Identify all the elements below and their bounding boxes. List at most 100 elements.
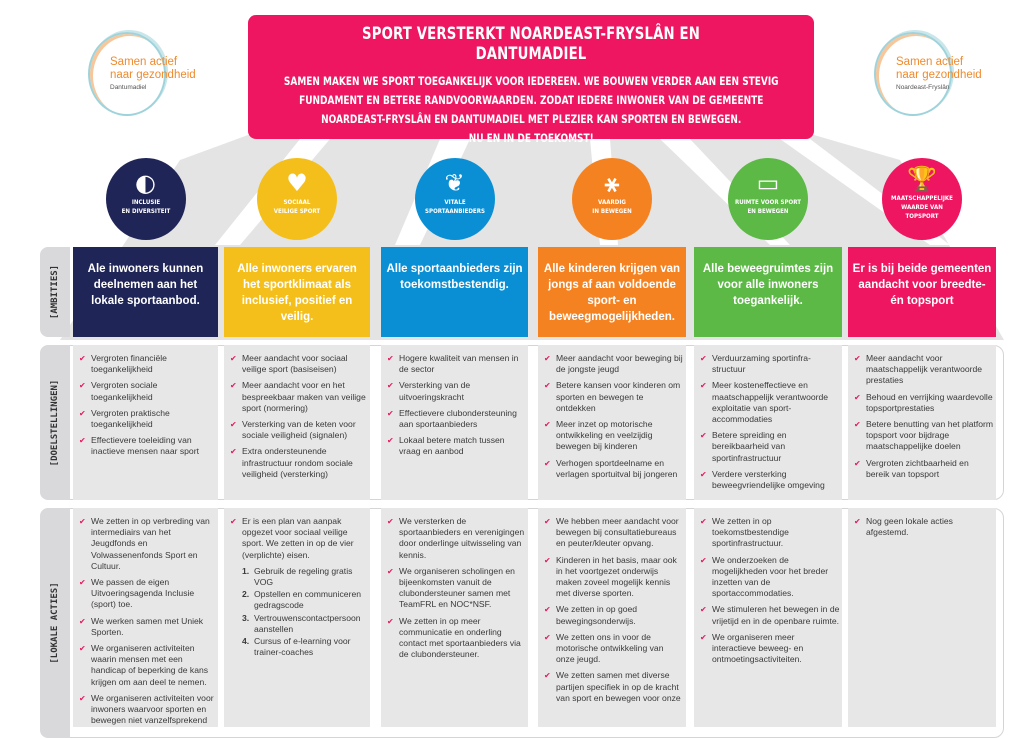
sprout-icon: ❦	[444, 169, 465, 197]
list-item: ✔We organiseren meer interactieve beweeg…	[700, 632, 840, 666]
check-icon: ✔	[79, 578, 86, 588]
doelstellingen-list: ✔Meer aandacht voor sociaal veilige spor…	[224, 347, 374, 497]
item-text: Vergroten praktische toegankelijkheid	[91, 407, 170, 430]
item-text: Meer aandacht voor en het bespreekbaar m…	[242, 380, 366, 413]
check-icon: ✔	[544, 354, 551, 363]
check-icon: ✔	[79, 381, 86, 391]
list-item: ✔ We hebben meer aandacht voor bewegen bi…	[544, 516, 684, 550]
list-item: ✔Nog geen lokale acties afgestemd.	[854, 516, 994, 538]
row-label-ambities: [AMBITIES]	[40, 247, 70, 337]
header-banner: SPORT VERSTERKT NOARDEAST-FRYSLÂN EN DAN…	[248, 15, 814, 145]
check-icon: ✔	[230, 381, 237, 391]
list-item: ✔ Verduurzaming sportinfra-structuur	[700, 353, 840, 375]
list-item: ✔Versterking van de keten voor sociale v…	[230, 419, 368, 441]
acties-list: ✔ We zetten in op toekomstbestendige spor…	[694, 510, 846, 727]
theme-label: VEILIGE SPORT	[273, 207, 321, 215]
check-icon: ✔	[700, 431, 707, 441]
item-text: Verhogen sportdeelname en verlagen sport…	[556, 457, 678, 479]
item-text: Efficiënter ruimtegebruik van sportinfra…	[712, 496, 821, 497]
list-item: ✔ We organiseren activiteiten waarin mens…	[79, 643, 216, 688]
check-icon: ✔	[79, 693, 86, 703]
item-text: Kinderen in het basis, maar ook in het v…	[556, 554, 677, 599]
check-icon: ✔	[230, 420, 237, 430]
check-icon: ✔	[544, 555, 551, 565]
check-icon: ✔	[79, 644, 86, 654]
ambitie-box: Alle kinderen krijgen van jongs af aan v…	[538, 247, 686, 337]
check-icon: ✔	[700, 555, 707, 565]
item-text: We versterken de sportaanbieders en vere…	[399, 516, 525, 560]
doelstellingen-list: ✔Vergroten financiële toegankelijkheid✔V…	[73, 347, 222, 497]
ambitie-box: Alle inwoners ervaren het sportklimaat a…	[224, 247, 370, 337]
item-text: We hebben meer aandacht voor bewegen bij…	[556, 516, 679, 549]
ambitie-box: Er is bij beide gemeenten aandacht voor …	[848, 247, 996, 337]
theme-label: INCLUSIE	[131, 198, 160, 206]
list-item: ✔Er is een plan van aanpak opgezet voor …	[230, 516, 368, 561]
column-background	[73, 345, 218, 500]
check-icon: ✔	[544, 517, 551, 526]
item-text: Meer kosteneffectieve en maatschappelijk…	[712, 380, 829, 425]
item-text: Verduurzaming sportinfra-structuur	[712, 353, 811, 375]
item-text: We zetten in op goed bewegingsonderwijs.	[556, 604, 638, 626]
list-item: ✔Lokaal betere match tussen vraag en aan…	[387, 435, 526, 457]
list-item: ✔Behoud en verrijking waardevolle topspo…	[854, 392, 994, 414]
theme-label: VITALE	[443, 198, 466, 206]
item-text: Er is een plan van aanpak opgezet voor s…	[242, 516, 354, 560]
check-icon: ✔	[387, 408, 394, 418]
ambitie-box: Ale inwoners kunnen deelnemen aan het lo…	[73, 247, 218, 337]
doelstellingen-list: ✔Meer aandacht voor maatschappelijk vera…	[848, 347, 1000, 497]
theme-label: VAARDIG	[598, 198, 626, 206]
column-background	[381, 508, 528, 727]
item-text: Hogere kwaliteit van mensen in de sector	[399, 353, 519, 375]
theme-label: SPORTAANBIEDERS	[424, 207, 485, 215]
check-icon: ✔	[544, 671, 551, 681]
list-item: ✔Effectievere clubondersteuning aan spor…	[387, 408, 526, 430]
check-icon: ✔	[700, 354, 707, 363]
item-text: Meer aandacht voor beweging bij de jongs…	[556, 353, 683, 375]
row-label-doelstellingen: [DOELSTELLINGEN]	[40, 345, 70, 500]
ambitie-box: Alle sportaanbieders zijn toekomstbesten…	[381, 247, 528, 337]
item-text: We organiseren activiteiten waarin mense…	[91, 643, 209, 687]
item-text: Lokaal betere match tussen vraag en aanb…	[399, 435, 505, 457]
sports-field-icon: ▭	[756, 169, 780, 197]
check-icon: ✔	[700, 496, 707, 497]
check-icon: ✔	[79, 354, 86, 363]
list-item: ✔Verhogen sportdeelname en verlagen spor…	[544, 458, 684, 480]
check-icon: ✔	[79, 436, 86, 446]
list-item: ✔Vergroten financiële toegankelijkheid	[79, 353, 216, 375]
column-background	[73, 508, 218, 727]
list-item: ✔Meer aandacht voor maatschappelijk vera…	[854, 353, 994, 387]
item-text: We zetten samen met diverse partijen spe…	[556, 670, 681, 703]
check-icon: ✔	[79, 517, 86, 526]
check-icon: ✔	[544, 605, 551, 615]
acties-list: ✔Nog geen lokale acties afgestemd.	[848, 510, 1000, 727]
list-item: ✔ Vergroten sociale toegankelijkheid	[79, 380, 216, 402]
check-icon: ✔	[387, 381, 394, 391]
acties-list: ✔We zetten in op verbreding van intermed…	[73, 510, 222, 727]
list-item: ✔Extra ondersteunende infrastructuur ron…	[230, 446, 368, 480]
list-item: ✔Betere kansen voor kinderen om sporten …	[544, 380, 684, 414]
item-text: Opstellen en communiceren gedragscode	[254, 589, 361, 611]
list-item: ✔Meer inzet op motorische ontwikkeling e…	[544, 419, 684, 453]
list-item: ✔We zetten in op verbreding van intermed…	[79, 516, 216, 572]
item-text: Meer inzet op motorische ontwikkeling en…	[556, 419, 653, 452]
item-text: We zetten ons in voor de motorische ontw…	[556, 631, 664, 665]
check-icon: ✔	[387, 354, 394, 363]
item-text: Betere spreiding en bereikbaarheid van s…	[712, 430, 787, 463]
column-background	[224, 345, 370, 500]
acties-list: ✔ We hebben meer aandacht voor bewegen bi…	[538, 510, 690, 727]
theme-label: MAATSCHAPPELIJKE	[891, 194, 953, 202]
list-item: ✔We passen de eigen Uitvoeringsagenda In…	[79, 577, 216, 611]
list-item: ✔ We zetten in op goed bewegingsonderwijs…	[544, 604, 684, 626]
check-icon: ✔	[230, 354, 237, 363]
item-text: We zetten in op toekomstbestendige sport…	[712, 516, 789, 549]
doelstellingen-list: ✔ Verduurzaming sportinfra-structuur ✔ Meer…	[694, 347, 846, 497]
list-item: ✔Versterking van de uitvoeringskracht	[387, 380, 526, 402]
list-item: ✔We versterken de sportaanbieders en ver…	[387, 516, 526, 561]
item-text: We organiseren activiteiten voor inwoner…	[91, 692, 214, 727]
item-text: Vergroten sociale toegankelijkheid	[91, 380, 158, 402]
doelstellingen-list: ✔ Hogere kwaliteit van mensen in de secto…	[381, 347, 532, 497]
heart-puzzle-icon: ◐	[135, 169, 156, 197]
